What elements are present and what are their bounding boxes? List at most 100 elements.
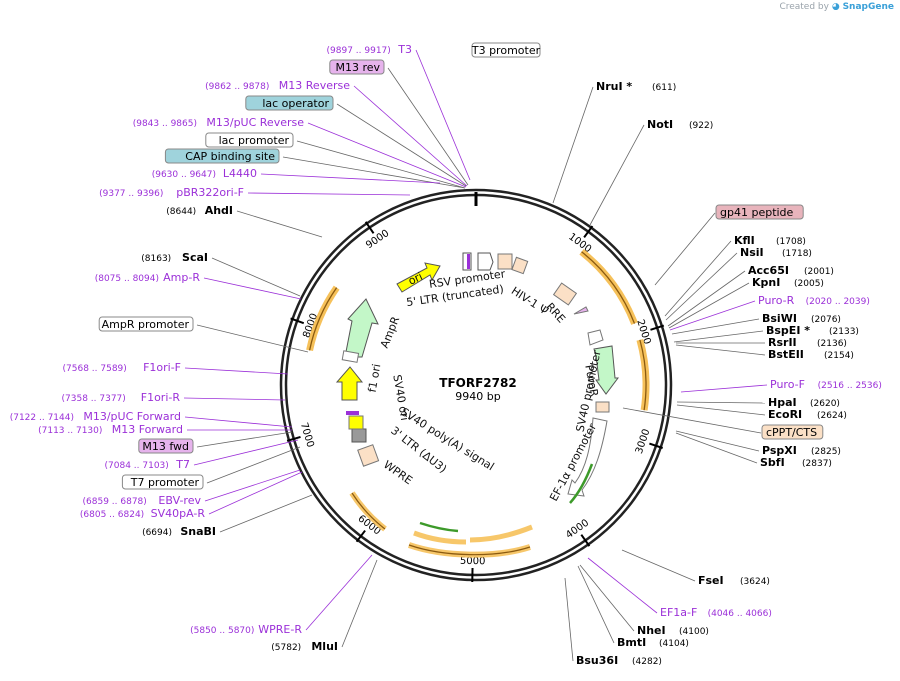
primer-name: L4440 — [223, 167, 257, 180]
leader-line — [296, 140, 466, 189]
label-nrui[interactable]: NruI *(611) — [596, 80, 676, 93]
label-noti[interactable]: NotI(922) — [647, 118, 713, 131]
leader-line — [219, 494, 313, 533]
label-puror[interactable]: Puro-R(2020 .. 2039) — [758, 294, 870, 307]
label-m13forward[interactable]: M13 Forward(7113 .. 7130) — [38, 423, 183, 436]
label-l4440[interactable]: L4440(9630 .. 9647) — [152, 167, 257, 180]
primer-position: (7568 .. 7589) — [63, 364, 127, 374]
leader-line — [387, 67, 469, 186]
label-ecori[interactable]: EcoRI(2624) — [768, 408, 847, 421]
label-ebvrev[interactable]: EBV-rev(6859 .. 6878) — [83, 494, 202, 507]
label-t7prom[interactable]: T7 promoter — [121, 474, 204, 490]
primer-name: Puro-R — [758, 294, 795, 307]
feature-box[interactable] — [164, 148, 280, 164]
enzyme-name: NsiI — [740, 246, 764, 259]
label-cppt[interactable]: cPPT/CTS — [761, 424, 824, 440]
hiv-psi-box-2[interactable] — [511, 256, 529, 275]
enzyme-name: PspXI — [762, 444, 797, 457]
watermark-brand: SnapGene — [842, 2, 894, 12]
label-lacprom[interactable]: lac promoter — [205, 132, 294, 148]
label-bspei[interactable]: BspEI *(2133) — [766, 324, 859, 337]
label-sbfi[interactable]: SbfI(2837) — [760, 456, 832, 469]
label-ahdi[interactable]: AhdI(8644) — [166, 204, 233, 217]
label-acc65i[interactable]: Acc65I(2001) — [748, 264, 834, 277]
label-f1orif[interactable]: F1ori-F(7568 .. 7589) — [63, 361, 181, 374]
label-lacop[interactable]: lac operator — [245, 95, 334, 111]
label-kfli[interactable]: KflI(1708) — [734, 234, 806, 247]
label-pspxi[interactable]: PspXI(2825) — [762, 444, 841, 457]
feature-box[interactable] — [715, 204, 804, 220]
label-nhei[interactable]: NheI(4100) — [637, 624, 709, 637]
label-kpni[interactable]: KpnI(2005) — [752, 276, 824, 289]
enzyme-position: (2620) — [810, 399, 840, 409]
tick-mark — [286, 435, 301, 442]
label-scai[interactable]: ScaI(8163) — [141, 251, 208, 264]
label-bsteii[interactable]: BstEII(2154) — [768, 348, 854, 361]
hiv-psi-box-1[interactable] — [497, 253, 513, 270]
t3-promoter-box[interactable] — [471, 42, 541, 58]
label-snabi[interactable]: SnaBI(6694) — [142, 525, 216, 538]
label-t3[interactable]: T3(9897 .. 9917) — [327, 43, 412, 56]
label-sv40par[interactable]: SV40pA-R(6805 .. 6824) — [80, 507, 205, 520]
label-t7[interactable]: T7(7084 .. 7103) — [105, 458, 190, 471]
label-m13rev[interactable]: M13 rev — [329, 59, 385, 75]
enzyme-position: (2133) — [829, 327, 859, 337]
t3-promoter-group[interactable]: T3 promoter — [471, 42, 541, 58]
label-ampr[interactable]: Amp-R(8075 .. 8094) — [95, 271, 201, 284]
label-purof[interactable]: Puro-F(2516 .. 2536) — [770, 378, 882, 391]
snapgene-logo-icon: ◕ — [831, 2, 840, 12]
feature-box[interactable] — [761, 424, 824, 440]
enzyme-name: SbfI — [760, 456, 785, 469]
label-m13reverse[interactable]: M13 Reverse(9862 .. 9878) — [205, 79, 350, 92]
label-ef1af[interactable]: EF1a-F(4046 .. 4066) — [660, 606, 772, 619]
tick-label: 1000 — [566, 231, 593, 255]
cppt-box[interactable] — [595, 401, 610, 413]
primer-position: (9377 .. 9396) — [99, 189, 163, 199]
enzyme-position: (2136) — [817, 339, 847, 349]
label-m13pucrev[interactable]: M13/pUC Reverse(9843 .. 9865) — [133, 116, 305, 129]
label-hpai[interactable]: HpaI(2620) — [768, 396, 840, 409]
label-mlui[interactable]: MluI(5782) — [271, 640, 338, 653]
label-pbr322[interactable]: pBR322ori-F(9377 .. 9396) — [99, 186, 244, 199]
label-bmti[interactable]: BmtI(4104) — [617, 636, 689, 649]
ltr3-box[interactable] — [351, 428, 367, 443]
label-gp41[interactable]: gp41 peptide — [715, 204, 804, 220]
enzyme-position: (922) — [689, 121, 713, 131]
label-rsrii[interactable]: RsrII(2136) — [768, 336, 847, 349]
ori-arrow[interactable] — [396, 262, 441, 293]
label-wprer[interactable]: WPRE-R(5850 .. 5870) — [190, 623, 302, 636]
f1-ori-arrow[interactable] — [335, 366, 364, 401]
label-fsei[interactable]: FseI(3624) — [698, 574, 770, 587]
label-m13fwd[interactable]: M13 fwd — [138, 438, 194, 454]
feature-box-label: M13 fwd — [142, 440, 189, 453]
label-cap[interactable]: CAP binding site — [164, 148, 280, 164]
wpre-box[interactable] — [357, 444, 380, 467]
feature-box[interactable] — [138, 438, 194, 454]
plasmid-name: TFORF2782 — [439, 376, 516, 390]
label-m13pucfwd[interactable]: M13/pUC Forward(7122 .. 7144) — [10, 410, 181, 423]
label-bsiwi[interactable]: BsiWI(2076) — [762, 312, 841, 325]
puror-arrow[interactable] — [593, 345, 619, 395]
label-f1orir[interactable]: F1ori-R(7358 .. 7377) — [62, 391, 181, 404]
ampr-arrow[interactable] — [344, 298, 379, 358]
label-nsii[interactable]: NsiI(1718) — [740, 246, 812, 259]
feature-box[interactable] — [205, 132, 294, 148]
orf-arc-3-line — [308, 287, 338, 351]
enzyme-position: (2001) — [804, 267, 834, 277]
feature-box[interactable] — [98, 316, 194, 332]
puror-start[interactable] — [587, 329, 604, 346]
snapgene-watermark: Created by ◕ SnapGene — [779, 2, 894, 12]
label-bsu36i[interactable]: Bsu36I(4282) — [576, 654, 662, 667]
sv40-box[interactable] — [348, 415, 364, 430]
feature-box[interactable] — [121, 474, 204, 490]
feature-box[interactable] — [329, 59, 385, 75]
ampr-promoter-box[interactable] — [341, 350, 360, 363]
enzyme-name: BstEII — [768, 348, 804, 361]
puror-label: PuroR — [582, 364, 600, 398]
label-amprom[interactable]: AmpR promoter — [98, 316, 194, 332]
leader-line — [193, 439, 299, 466]
rsv-promoter-arrow[interactable] — [477, 252, 494, 271]
rre-box[interactable] — [552, 282, 578, 306]
feature-box[interactable] — [245, 95, 334, 111]
